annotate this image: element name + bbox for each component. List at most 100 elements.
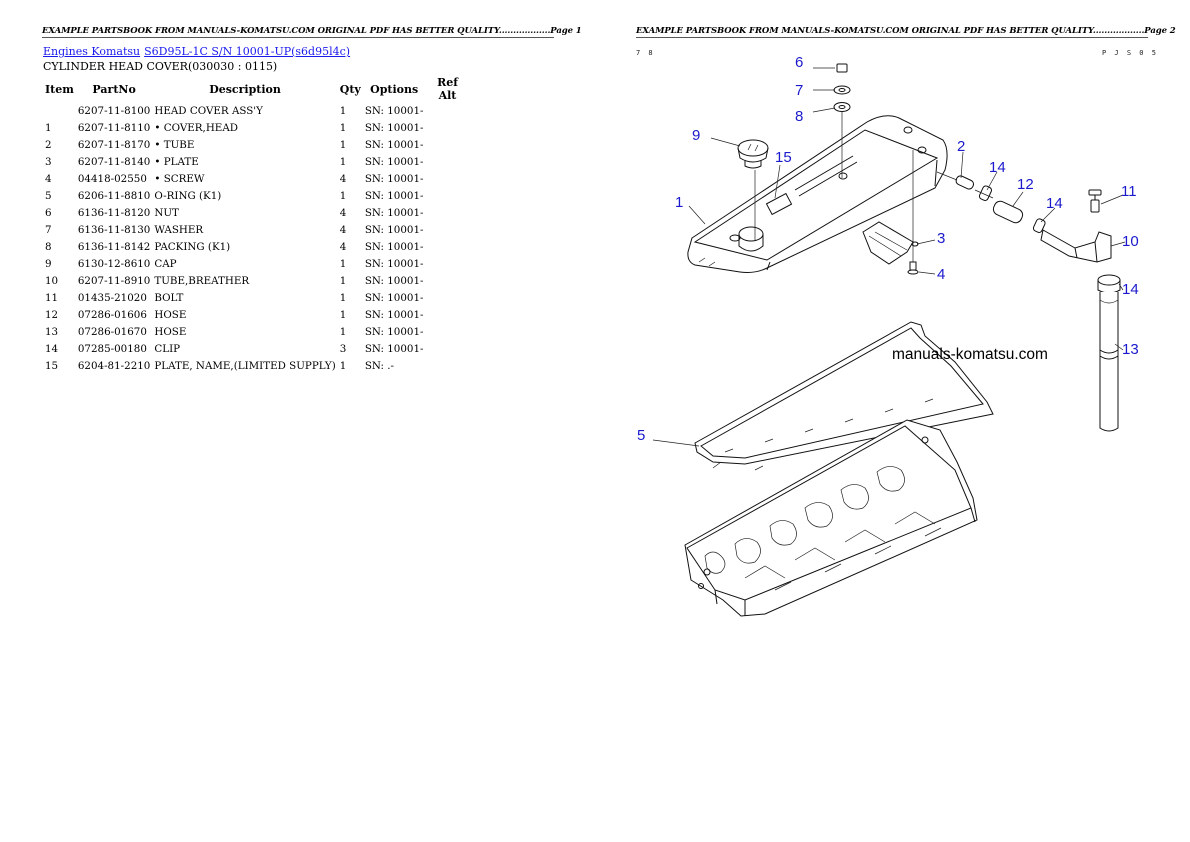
cell-description: O-RING (K1)	[154, 189, 222, 202]
cell-options: SN: 10001-	[364, 274, 424, 287]
col-header-ref-alt: Ref Alt	[437, 76, 458, 102]
cell-options: SN: 10001-	[364, 189, 424, 202]
cell-description: TUBE,BREATHER	[154, 274, 250, 287]
col-header-description: Description	[209, 82, 281, 96]
diagram-code-left: 7 8	[636, 49, 655, 57]
parts-list-page: EXAMPLE PARTSBOOK FROM MANUALS-KOMATSU.C…	[42, 26, 582, 374]
cell-qty: 1	[339, 359, 347, 372]
cell-partno: 01435-21020	[77, 291, 147, 304]
cell-ref-alt	[426, 357, 470, 374]
cell-options: SN: 10001-	[364, 223, 424, 236]
cell-item: 3	[45, 155, 52, 168]
cell-qty: 4	[339, 240, 347, 253]
cell-options: SN: 10001-	[364, 342, 424, 355]
cell-ref-alt	[426, 102, 470, 119]
callout-4: 4	[937, 266, 945, 283]
cell-item: 14	[45, 342, 59, 355]
cell-ref-alt	[426, 238, 470, 255]
cap-drawing	[737, 139, 769, 169]
callout-7: 7	[795, 82, 803, 99]
cell-ref-alt	[426, 272, 470, 289]
cell-ref-alt	[426, 306, 470, 323]
cell-options: SN: .-	[364, 359, 395, 372]
cell-item: 6	[45, 206, 52, 219]
callout-14a: 14	[989, 159, 1006, 176]
cell-qty: 4	[339, 172, 347, 185]
callout-1: 1	[675, 194, 683, 211]
cell-qty: 1	[339, 257, 347, 270]
cell-partno: 6206-11-8810	[77, 189, 151, 202]
cell-qty: 1	[339, 104, 347, 117]
cell-partno: 6136-11-8130	[77, 223, 151, 236]
callout-8: 8	[795, 108, 803, 125]
callout-6: 6	[795, 54, 803, 71]
cell-item	[43, 102, 76, 119]
cell-qty: 1	[339, 325, 347, 338]
cell-qty: 4	[339, 206, 347, 219]
cell-partno: 07286-01606	[77, 308, 147, 321]
page-header: EXAMPLE PARTSBOOK FROM MANUALS-KOMATSU.C…	[636, 26, 1176, 36]
cell-item: 5	[45, 189, 52, 202]
cell-options: SN: 10001-	[364, 240, 424, 253]
cylinder-head-drawing	[684, 419, 978, 617]
cell-ref-alt	[426, 221, 470, 238]
cell-item: 15	[45, 359, 59, 372]
callout-2: 2	[957, 138, 965, 155]
page-header: EXAMPLE PARTSBOOK FROM MANUALS-KOMATSU.C…	[42, 26, 582, 36]
cell-partno: 6207-11-8170	[77, 138, 151, 151]
callout-11: 11	[1121, 183, 1137, 200]
cell-partno: 6207-11-8110	[77, 121, 151, 134]
callout-14c: 14	[1122, 281, 1139, 298]
cell-description: HEAD COVER ASS'Y	[154, 104, 263, 117]
section-title: CYLINDER HEAD COVER(030030 : 0115)	[43, 60, 278, 73]
header-divider	[42, 37, 554, 38]
cell-item: 2	[45, 138, 52, 151]
diagram-page: EXAMPLE PARTSBOOK FROM MANUALS-KOMATSU.C…	[595, 0, 1190, 842]
cell-options: SN: 10001-	[364, 138, 424, 151]
o-ring-gasket-drawing	[694, 321, 994, 465]
cell-partno: 6136-11-8120	[77, 206, 151, 219]
cell-qty: 1	[339, 121, 347, 134]
leader-lines	[652, 67, 1126, 447]
cell-item: 12	[45, 308, 59, 321]
exploded-parts-diagram: 6 7 8 9 15 1 2 14 12 14 11 3 10 4 14 13 …	[637, 54, 1139, 617]
cell-description: NUT	[154, 206, 179, 219]
cell-partno: 6204-81-2210	[77, 359, 151, 372]
cell-ref-alt	[426, 323, 470, 340]
cell-item: 13	[45, 325, 59, 338]
cell-partno: 07286-01670	[77, 325, 147, 338]
cell-partno: 6207-11-8140	[77, 155, 151, 168]
cell-description: WASHER	[154, 223, 204, 236]
cell-ref-alt	[426, 255, 470, 272]
cell-ref-alt	[426, 136, 470, 153]
breadcrumb-link-engines[interactable]: Engines Komatsu	[43, 45, 141, 58]
cell-options: SN: 10001-	[364, 121, 424, 134]
cell-partno: 6207-11-8100	[77, 104, 151, 117]
cell-description: • TUBE	[154, 138, 195, 151]
cell-partno: 6207-11-8910	[77, 274, 151, 287]
breadcrumb-link-model[interactable]: S6D95L-1C S/N 10001-UP(s6d95l4c)	[144, 45, 351, 58]
callout-15: 15	[775, 149, 792, 166]
cell-ref-alt	[426, 204, 470, 221]
header-divider	[636, 37, 1148, 38]
cell-qty: 1	[339, 308, 347, 321]
cell-description: PACKING (K1)	[154, 240, 231, 253]
cell-options: SN: 10001-	[364, 206, 424, 219]
callout-5: 5	[637, 427, 645, 444]
cell-partno: 04418-02550	[77, 172, 147, 185]
cell-ref-alt	[426, 170, 470, 187]
cell-description: PLATE, NAME,(LIMITED SUPPLY)	[154, 359, 336, 372]
nut-washer-stack-drawing	[754, 63, 851, 240]
